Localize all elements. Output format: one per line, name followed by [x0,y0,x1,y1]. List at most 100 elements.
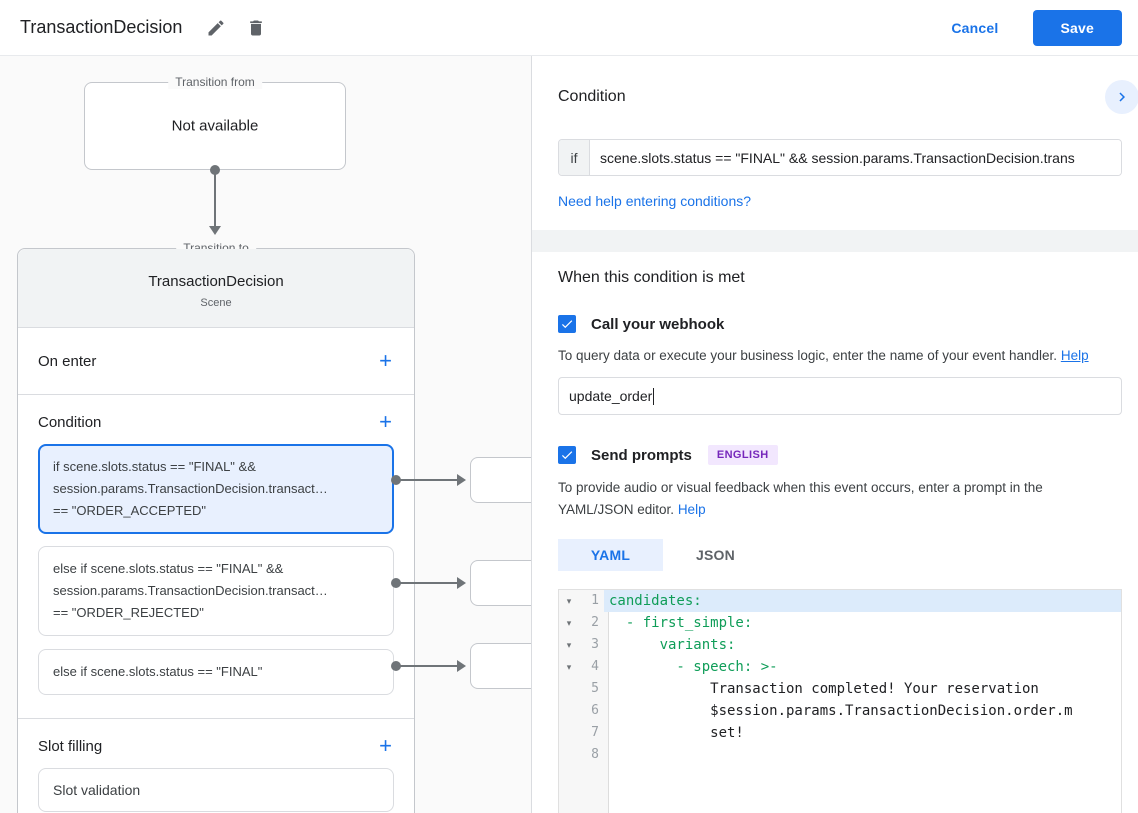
connector-line [214,174,216,226]
transition-from-value: Not available [171,117,259,135]
prompts-help-link[interactable]: Help [677,502,706,517]
arrow-right-icon [457,660,466,672]
condition-text: == "ORDER_ACCEPTED" [53,503,206,518]
scene-card: Transition to TransactionDecision Scene … [17,241,415,813]
editor-gutter [559,590,609,813]
fold-toggle-icon[interactable]: ▾ [566,640,572,650]
line-number: 7 [591,725,599,740]
connector-dot [391,475,401,485]
condition-item-rejected[interactable]: else if scene.slots.status == "FINAL" &&… [38,546,394,636]
add-slot-button[interactable]: + [379,733,392,758]
fold-spacer [559,678,579,700]
condition-text: == "ORDER_REJECTED" [53,605,204,620]
condition-text: if scene.slots.status == "FINAL" && [53,459,256,474]
when-condition-heading: When this condition is met [558,269,745,286]
add-condition-button[interactable]: + [379,409,392,434]
add-on-enter-button[interactable]: + [379,348,392,373]
section-divider [18,718,414,719]
connector-line [399,479,459,481]
fold-spacer [559,700,579,722]
code-line[interactable]: ▾ 4 - speech: >- [559,656,1121,678]
pencil-icon [208,19,224,35]
slot-validation-item[interactable]: Slot validation [38,768,394,812]
fold-spacer [559,744,579,766]
trash-icon [250,20,263,35]
save-button[interactable]: Save [1032,9,1122,46]
code-text: - speech: >- [609,659,778,675]
editor-tabs: YAML JSON [558,539,1122,571]
condition-panel: Condition if Need help entering conditio… [532,56,1138,813]
code-line[interactable]: ▾ 1 candidates: [559,590,1121,612]
collapse-panel-button[interactable] [1105,80,1138,114]
code-line[interactable]: 5 Transaction completed! Your reservatio… [559,678,1121,700]
transition-target-box[interactable] [470,643,531,689]
webhook-checkbox[interactable] [558,315,576,333]
fold-toggle-icon[interactable]: ▾ [566,596,572,606]
condition-expression-input[interactable] [590,140,1121,175]
connector-dot [391,578,401,588]
scene-card-header[interactable]: TransactionDecision Scene [18,249,414,328]
connector-dot [391,661,401,671]
fold-toggle-icon[interactable]: ▾ [566,662,572,672]
on-enter-label: On enter [38,352,97,370]
prompts-description: To provide audio or visual feedback when… [558,477,1114,521]
cancel-button[interactable]: Cancel [951,19,999,36]
condition-expression-row: if [558,139,1122,176]
code-line[interactable]: ▾ 3 variants: [559,634,1121,656]
code-line[interactable]: ▾ 2 - first_simple: [559,612,1121,634]
connector-dot [210,165,220,175]
slot-filling-label: Slot filling [38,737,103,755]
tab-json[interactable]: JSON [696,547,735,563]
panel-header: Condition [558,56,1138,114]
condition-section-row: Condition + [18,395,414,444]
code-line[interactable]: 8 [559,744,1121,766]
fold-spacer [559,722,579,744]
webhook-checkbox-row: Call your webhook [558,315,1122,333]
prompts-checkbox-row: Send prompts ENGLISH [558,445,1122,465]
if-label: if [559,140,590,175]
condition-item-accepted[interactable]: if scene.slots.status == "FINAL" && sess… [38,444,394,534]
chevron-right-icon [1119,92,1125,102]
line-number: 2 [591,615,599,630]
scene-diagram: Transition from Not available Transition… [0,56,532,813]
delete-button[interactable] [240,12,272,44]
line-number: 3 [591,637,599,652]
transition-from-box[interactable]: Transition from Not available [84,75,346,170]
code-line[interactable]: 6 $session.params.TransactionDecision.or… [559,700,1121,722]
prompts-checkbox[interactable] [558,446,576,464]
line-number: 8 [591,747,599,762]
conditions-help-link[interactable]: Need help entering conditions? [558,193,752,209]
code-text [604,744,1121,766]
arrow-right-icon [457,474,466,486]
connector-line [399,582,459,584]
scene-subtitle: Scene [200,297,232,309]
transition-from-legend: Transition from [168,75,262,89]
condition-text: else if scene.slots.status == "FINAL" && [53,561,284,576]
arrow-down-icon [209,226,221,235]
webhook-description: To query data or execute your business l… [558,345,1114,367]
tab-yaml[interactable]: YAML [558,539,663,571]
transition-target-box[interactable] [470,457,531,503]
check-icon [561,451,573,460]
webhook-label: Call your webhook [591,315,725,333]
transition-target-box[interactable] [470,560,531,606]
condition-item-final[interactable]: else if scene.slots.status == "FINAL" [38,649,394,695]
webhook-help-link[interactable]: Help [1060,348,1089,363]
top-bar: TransactionDecision Cancel Save [0,0,1138,56]
on-enter-row[interactable]: On enter + [18,328,414,395]
code-text: Transaction completed! Your reservation [609,681,1039,697]
check-icon [561,320,573,329]
webhook-handler-value: update_order [569,388,653,404]
line-number: 5 [591,681,599,696]
code-line[interactable]: 7 set! [559,722,1121,744]
main-content: Transition from Not available Transition… [0,56,1138,813]
yaml-editor[interactable]: ▾ 1 candidates: ▾ 2 - first_simple: ▾ 3 … [558,589,1122,813]
webhook-handler-input[interactable]: update_order [558,377,1122,415]
edit-button[interactable] [200,12,232,44]
condition-text: session.params.TransactionDecision.trans… [53,481,328,496]
condition-text: else if scene.slots.status == "FINAL" [53,664,263,679]
fold-toggle-icon[interactable]: ▾ [566,618,572,628]
prompts-label: Send prompts [591,446,692,464]
condition-text: session.params.TransactionDecision.trans… [53,583,328,598]
